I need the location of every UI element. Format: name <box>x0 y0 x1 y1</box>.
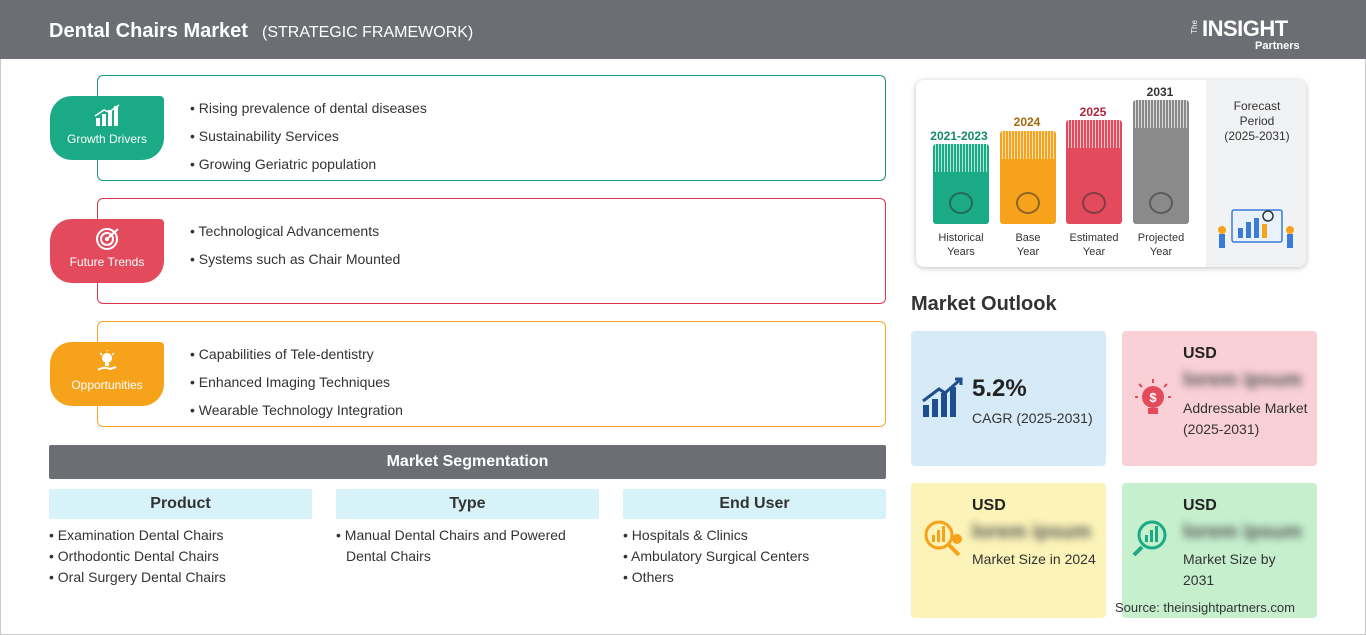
page-title: Dental Chairs Market <box>49 20 248 42</box>
cagr-value: 5.2% <box>972 375 1027 402</box>
opportunities-badge: Opportunities <box>50 342 164 406</box>
timeline-bar-projected <box>1133 100 1189 224</box>
history-icon <box>949 192 973 214</box>
target-icon <box>96 228 119 250</box>
future-trends-box: Technological Advancements Systems such … <box>97 198 886 304</box>
growth-drivers-box: Rising prevalence of dental diseases Sus… <box>97 75 886 181</box>
future-trends-list: Technological Advancements Systems such … <box>190 217 401 273</box>
market-segmentation-header: Market Segmentation <box>49 445 886 479</box>
list-item: Examination Dental Chairs <box>49 525 312 546</box>
dollar-bulb-icon: $ <box>1135 379 1171 414</box>
insight-partners-logo[interactable]: The INSIGHT Partners <box>1190 10 1310 54</box>
list-item: Technological Advancements <box>190 217 400 245</box>
magnifier-growth-icon <box>1132 520 1167 557</box>
list-item: Enhanced Imaging Techniques <box>190 368 403 396</box>
presentation-icon <box>1149 192 1173 214</box>
list-item: Others <box>623 567 886 588</box>
usd-label: USD <box>972 497 1006 514</box>
addressable-market-label: Addressable Market (2025-2031) <box>1183 400 1308 437</box>
growth-drivers-label: Growth Drivers <box>66 132 147 146</box>
blurred-value: lorem ipsum <box>972 521 1091 543</box>
source-text[interactable]: Source: theinsightpartners.com <box>1115 600 1295 615</box>
segment-head: End User <box>623 489 886 519</box>
analytics-illustration-icon <box>1218 209 1294 248</box>
label-line: Year <box>1149 246 1173 258</box>
opportunities-list: Capabilities of Tele-dentistry Enhanced … <box>190 340 403 424</box>
estimate-icon <box>1082 192 1106 214</box>
future-trends-label: Future Trends <box>69 255 145 269</box>
cagr-card: 5.2% CAGR (2025-2031) <box>911 331 1106 466</box>
timeline-year: 2024 <box>1013 115 1041 129</box>
blurred-value: lorem ipsum <box>1183 369 1302 391</box>
segment-head: Product <box>49 489 312 519</box>
timeline-year: 2025 <box>1079 105 1107 119</box>
label-line: Year <box>1082 246 1106 258</box>
label-line: Projected <box>1137 232 1185 244</box>
growth-drivers-badge: Growth Drivers <box>50 96 164 160</box>
growth-drivers-list: Rising prevalence of dental diseases Sus… <box>190 94 427 178</box>
magnifier-chart-icon <box>924 520 962 557</box>
lightbulb-hand-icon <box>97 350 117 371</box>
timeline-bar-estimated <box>1066 120 1122 224</box>
list-item: Wearable Technology Integration <box>190 396 403 424</box>
list-item: Growing Geriatric population <box>190 150 427 178</box>
segment-type: Type Manual Dental Chairs and Powered De… <box>336 489 599 567</box>
list-item: Systems such as Chair Mounted <box>190 245 401 273</box>
logo-insight: INSIGHT <box>1202 16 1288 41</box>
market-outlook-title: Market Outlook <box>911 293 1057 315</box>
forecast-line: Forecast <box>1233 99 1281 113</box>
forecast-line: Period <box>1239 114 1275 128</box>
label-line: Year <box>1016 246 1040 258</box>
addressable-market-card: $ USD lorem ipsum Addressable Market (20… <box>1122 331 1317 466</box>
forecast-line: (2025-2031) <box>1224 129 1290 143</box>
forecast-period-label: Forecast Period (2025-2031) <box>1212 99 1302 144</box>
usd-label: USD <box>1183 345 1217 362</box>
market-size-2024-label: Market Size in 2024 <box>972 551 1096 567</box>
market-size-2031-card: USD lorem ipsum Market Size by 2031 <box>1122 483 1317 618</box>
list-item: Hospitals & Clinics <box>623 525 886 546</box>
timeline-year: 2031 <box>1146 85 1174 99</box>
list-item: Rising prevalence of dental diseases <box>190 94 427 122</box>
list-item: Oral Surgery Dental Chairs <box>49 567 312 588</box>
timeline-year: 2021-2023 <box>930 129 988 143</box>
header-bar: Dental Chairs Market (STRATEGIC FRAMEWOR… <box>0 0 1366 59</box>
logo-partners: Partners <box>1255 40 1300 52</box>
label-line: Historical <box>938 232 984 244</box>
list-item: Ambulatory Surgical Centers <box>623 546 886 567</box>
list-item: Sustainability Services <box>190 122 427 150</box>
segment-product: Product Examination Dental Chairs Orthod… <box>49 489 312 588</box>
blurred-value: lorem ipsum <box>1183 521 1302 543</box>
segment-end-user: End User Hospitals & Clinics Ambulatory … <box>623 489 886 588</box>
market-size-2031-label: Market Size by 2031 <box>1183 551 1276 588</box>
label-line: Years <box>947 246 975 258</box>
timeline-bar-base <box>1000 131 1056 224</box>
list-item: Orthodontic Dental Chairs <box>49 546 312 567</box>
list-item: Capabilities of Tele-dentistry <box>190 340 403 368</box>
segment-head: Type <box>336 489 599 519</box>
label-line: Base <box>1015 232 1041 244</box>
opportunities-box: Capabilities of Tele-dentistry Enhanced … <box>97 321 886 427</box>
label-line: Estimated <box>1069 232 1119 244</box>
page-subtitle: (STRATEGIC FRAMEWORK) <box>262 24 474 41</box>
market-size-2024-card: USD lorem ipsum Market Size in 2024 <box>911 483 1106 618</box>
svg-text:$: $ <box>1149 390 1157 405</box>
calendar-icon <box>1016 192 1040 214</box>
growth-bars-icon <box>922 377 963 417</box>
growth-chart-icon <box>94 104 120 126</box>
timeline-bar-historical <box>933 144 989 224</box>
cagr-label: CAGR (2025-2031) <box>972 410 1093 426</box>
list-item: Manual Dental Chairs and Powered Dental … <box>336 525 599 567</box>
opportunities-label: Opportunities <box>71 378 143 392</box>
usd-label: USD <box>1183 497 1217 514</box>
future-trends-badge: Future Trends <box>50 219 164 283</box>
logo-the: The <box>1190 20 1199 34</box>
